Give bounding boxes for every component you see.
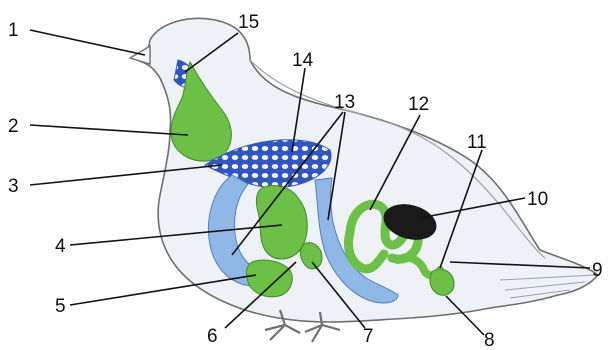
label-7: 7 — [363, 326, 374, 347]
leader-1 — [30, 30, 145, 55]
label-3: 3 — [8, 176, 19, 197]
beak — [130, 46, 150, 64]
label-5: 5 — [55, 296, 66, 317]
label-12: 12 — [408, 94, 429, 115]
label-9: 9 — [592, 260, 603, 281]
label-1: 1 — [8, 20, 19, 41]
label-8: 8 — [484, 330, 495, 350]
label-14: 14 — [292, 50, 314, 71]
label-4: 4 — [55, 236, 66, 257]
label-13: 13 — [334, 92, 355, 113]
leader-2 — [30, 125, 188, 135]
label-6: 6 — [207, 326, 218, 347]
label-2: 2 — [8, 116, 19, 137]
label-11: 11 — [467, 132, 487, 153]
label-15: 15 — [238, 12, 259, 33]
label-10: 10 — [527, 189, 548, 210]
bird-body-outline — [133, 18, 598, 322]
